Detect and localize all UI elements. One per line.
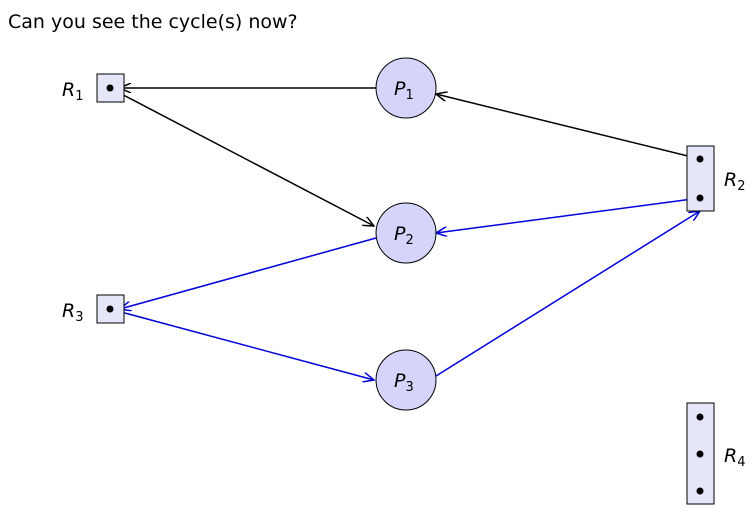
process-p3-letter: P — [394, 370, 406, 392]
resource-r3-letter: R — [62, 300, 75, 322]
edge-r3-to-p3 — [109, 308, 374, 380]
process-p2: P2 — [375, 202, 437, 264]
resource-r1-subscript: 1 — [75, 89, 83, 104]
resource-r1-instance — [106, 84, 114, 92]
edge-p3-to-r2 — [435, 211, 700, 377]
resource-r3: R3 — [62, 294, 125, 325]
svg-text:P3: P3 — [394, 370, 414, 395]
resource-r2-subscript: 2 — [737, 179, 745, 194]
svg-text:R1: R1 — [62, 79, 83, 104]
edge-r1-to-p2 — [109, 87, 374, 226]
process-p1: P1 — [375, 57, 437, 119]
resource-r2-instance — [696, 194, 704, 202]
process-p2-subscript: 2 — [405, 233, 413, 248]
svg-text:R3: R3 — [62, 300, 83, 325]
resource-r4-instance — [696, 487, 704, 495]
resource-r3-instance — [106, 305, 114, 313]
svg-text:P1: P1 — [394, 78, 414, 103]
resource-r1: R1 — [62, 73, 125, 104]
resource-r3-subscript: 3 — [75, 310, 83, 325]
svg-text:P2: P2 — [394, 223, 414, 248]
svg-text:R4: R4 — [724, 445, 745, 470]
resource-r4-instance — [696, 413, 704, 421]
resource-r1-letter: R — [62, 79, 75, 101]
process-p2-letter: P — [394, 223, 406, 245]
process-p1-letter: P — [394, 78, 406, 100]
edge-r2-to-p1 — [436, 94, 701, 160]
resource-r2: R2 — [686, 145, 745, 212]
resource-r4-subscript: 4 — [737, 455, 745, 470]
slide-heading: Can you see the cycle(s) now? — [8, 11, 298, 33]
resource-r4-instance — [696, 450, 704, 458]
process-p3: P3 — [375, 349, 437, 411]
resource-r2-instance — [696, 155, 704, 163]
edge-p2-to-r3 — [120, 237, 377, 309]
process-p3-subscript: 3 — [405, 380, 413, 395]
resource-r2-letter: R — [724, 169, 737, 191]
resource-r4: R4 — [686, 402, 745, 505]
process-p1-subscript: 1 — [405, 88, 413, 103]
resource-r4-letter: R — [724, 445, 737, 467]
svg-text:R2: R2 — [724, 169, 745, 194]
edge-r2-to-p2 — [436, 197, 701, 233]
